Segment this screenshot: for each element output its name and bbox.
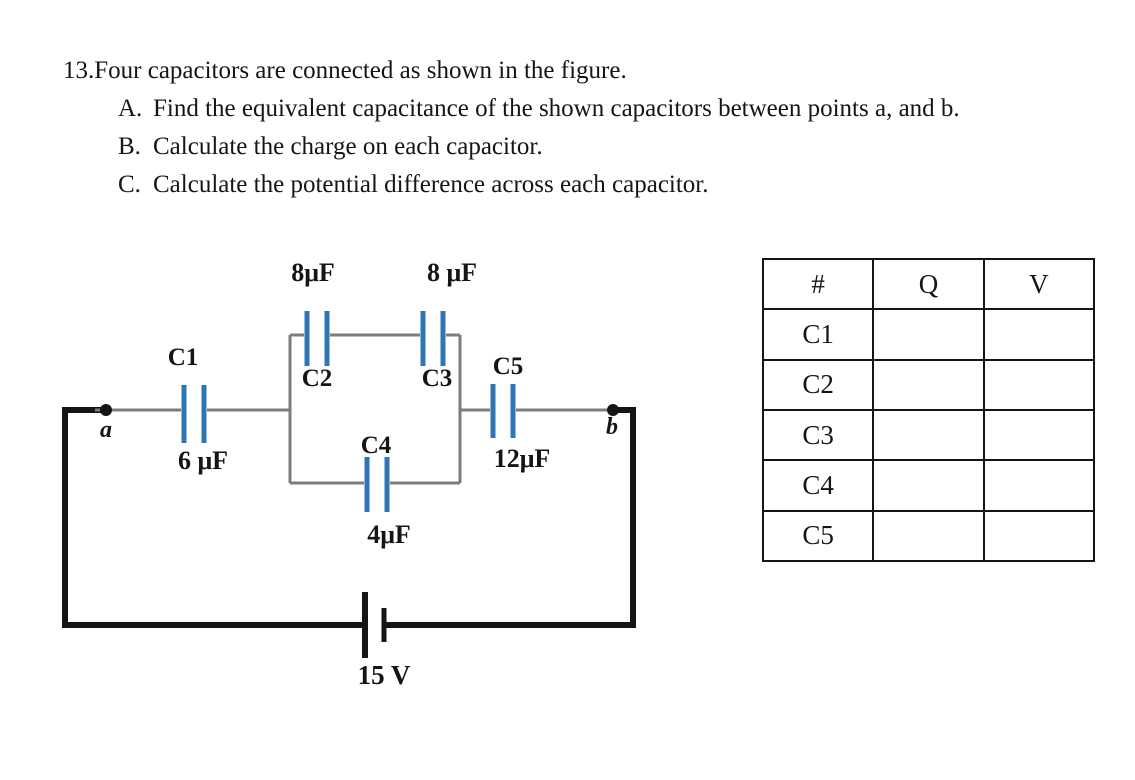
v-cell (982, 509, 1096, 563)
capacitor-c4-label: C4 (361, 432, 392, 459)
item-text: Calculate the charge on each capacitor. (153, 133, 543, 160)
v-cell (982, 358, 1096, 411)
q-cell (872, 459, 985, 512)
capacitor-c5-label: C5 (493, 353, 524, 380)
item-label: C. (118, 171, 141, 198)
outer-wire-left (62, 407, 364, 628)
table-row: C4 (761, 459, 1096, 512)
node-a-dot (100, 404, 112, 416)
capacitor-c1-value: 6 μF (178, 446, 228, 475)
row-label-cell: C2 (761, 358, 875, 411)
item-text: Calculate the potential difference acros… (153, 171, 709, 198)
header-cell-number: # (761, 257, 875, 311)
capacitor-c5-value: 12μF (494, 444, 551, 473)
capacitor-c3-value: 8 μF (427, 258, 477, 287)
q-cell (872, 358, 985, 411)
battery-voltage-label: 15 V (358, 660, 411, 690)
q-cell (872, 408, 985, 462)
capacitor-c4-plates-icon (364, 457, 390, 512)
problem-item-a: A. Find the equivalent capacitance of the… (118, 90, 960, 128)
problem-statement: 13.Four capacitors are connected as show… (63, 52, 960, 204)
row-label-cell: C4 (761, 459, 875, 512)
problem-items: A. Find the equivalent capacitance of the… (118, 90, 960, 204)
item-text: Find the equivalent capacitance of the s… (153, 95, 960, 122)
table-row: C2 (761, 358, 1096, 411)
q-cell (872, 509, 985, 563)
row-label-cell: C1 (761, 308, 875, 361)
item-label: A. (118, 95, 143, 122)
row-label-cell: C5 (761, 509, 875, 563)
capacitor-c1-label: C1 (168, 344, 199, 371)
capacitor-c1-plates-icon (181, 385, 207, 443)
capacitor-c2-label: C2 (302, 365, 333, 392)
q-cell (872, 308, 985, 361)
table-row: C5 (761, 509, 1096, 563)
table-row: C3 (761, 408, 1096, 462)
problem-item-b: B. Calculate the charge on each capacitor… (118, 128, 960, 166)
v-cell (982, 308, 1096, 361)
node-a-label: a (100, 417, 112, 443)
node-b-label: b (606, 414, 618, 440)
v-cell (982, 408, 1096, 462)
capacitor-c4-value: 4μF (367, 520, 411, 549)
problem-title: 13.Four capacitors are connected as show… (63, 57, 627, 84)
outer-wire-right (384, 407, 636, 628)
table-header-row: # Q V (761, 257, 1096, 311)
capacitor-c5-plates-icon (490, 384, 516, 438)
header-cell-v: V (982, 257, 1096, 311)
table-row: C1 (761, 308, 1096, 361)
answer-table: # Q V C1 C2 C3 C4 (761, 257, 1096, 563)
problem-item-c: C. Calculate the potential difference acr… (118, 166, 960, 204)
capacitor-c3-label: C3 (422, 365, 453, 392)
capacitor-c2-value: 8μF (291, 258, 335, 287)
capacitor-c3-plates-icon (420, 311, 446, 366)
header-cell-q: Q (872, 257, 985, 311)
capacitor-c2-plates-icon (304, 311, 330, 366)
node-b-dot (607, 404, 619, 416)
parallel-branch-box (288, 333, 462, 485)
item-label: B. (118, 133, 141, 160)
row-label-cell: C3 (761, 408, 875, 462)
v-cell (982, 459, 1096, 512)
